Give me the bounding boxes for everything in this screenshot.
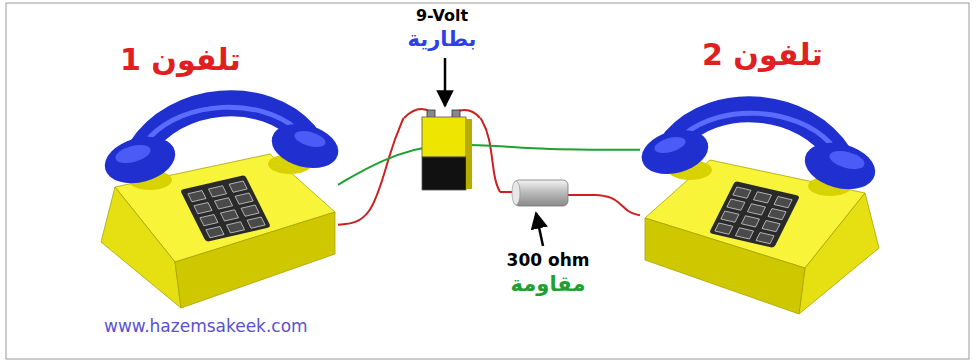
voltage-label: 9-Volt (404, 6, 481, 26)
resistor-node: 300 ohmمقاومة (500, 172, 596, 307)
resistor-symbol (500, 180, 596, 206)
phone-label: تلفون 2 (702, 36, 885, 74)
wire (338, 145, 640, 185)
resistance-label: 300 ohm (500, 250, 596, 271)
phone-node: تلفون 1 (110, 35, 338, 310)
frame (6, 3, 969, 359)
wire (596, 195, 640, 215)
battery-label: بطارية (404, 26, 481, 52)
watermark: www.hazemsakeek.com (104, 316, 308, 336)
resistor-leader (536, 213, 543, 246)
resistor-label: مقاومة (500, 271, 596, 297)
phone-node: تلفون 2 (640, 30, 885, 315)
battery-leader (444, 58, 447, 106)
phone-label: تلفون 1 (120, 41, 338, 79)
battery-node: 9-Voltبطارية (404, 4, 481, 194)
phone-2-drawing (637, 109, 881, 314)
wire (338, 118, 404, 225)
phone-1-drawing (100, 103, 344, 308)
battery-symbol (404, 109, 480, 190)
wire (480, 118, 500, 192)
